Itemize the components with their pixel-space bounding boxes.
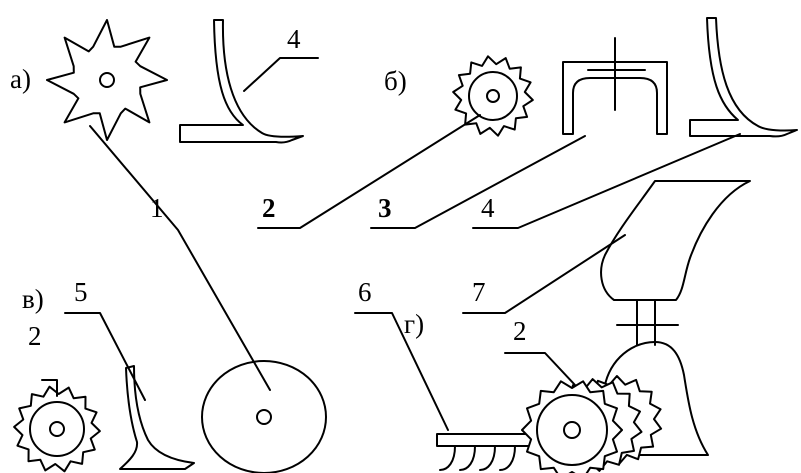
label-2-g: 2 (513, 316, 527, 346)
label-6: 6 (358, 277, 372, 307)
label-part-g: г) (404, 309, 424, 339)
label-7: 7 (472, 277, 486, 307)
label-4-a: 4 (287, 24, 301, 54)
share-a (179, 19, 304, 144)
share-b (689, 17, 798, 138)
u-tine-b (562, 37, 668, 135)
label-4-b: 4 (481, 193, 495, 223)
star-disk-a (46, 19, 168, 141)
combined-tool-g (436, 180, 751, 473)
flat-disk-v (201, 360, 327, 473)
label-part-a: а) (10, 64, 31, 94)
label-5: 5 (74, 277, 88, 307)
label-part-b: б) (384, 66, 407, 96)
toothed-disk-v (13, 385, 101, 473)
label-1: 1 (150, 193, 164, 223)
label-3-b: 3 (378, 193, 392, 223)
leader-lines (41, 57, 741, 431)
label-2-b: 2 (262, 193, 276, 223)
toothed-disk-b (452, 55, 534, 137)
curved-tine-v (119, 365, 195, 470)
label-part-v: в) (22, 284, 44, 314)
label-2-v: 2 (28, 321, 42, 351)
